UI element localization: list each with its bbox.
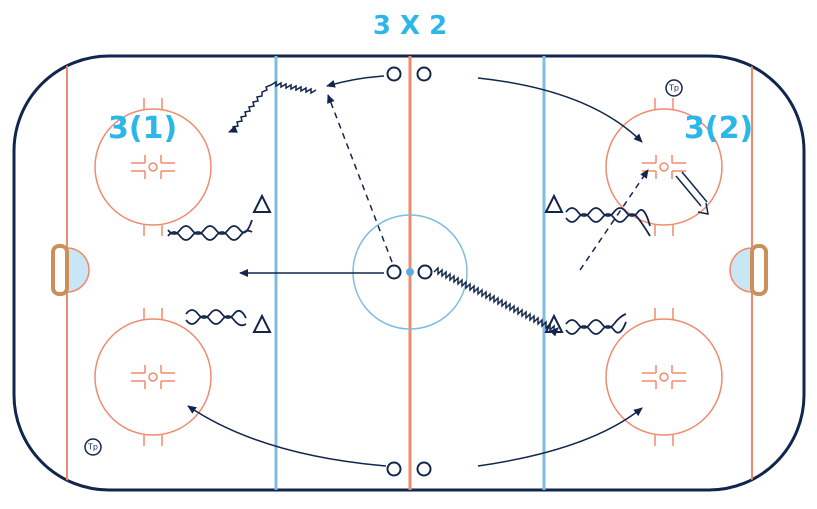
shot-lines <box>675 171 708 207</box>
arrow-top-to-left <box>326 75 385 88</box>
defender-left-top <box>252 193 272 213</box>
zone-label-right: 3(2) <box>684 111 753 146</box>
svg-text:Tp: Tp <box>668 84 679 93</box>
goal-net-right <box>750 244 768 296</box>
skate-right-bottom <box>565 313 627 335</box>
faceoff-circle-bottom-right <box>605 308 723 446</box>
player-bottom-2 <box>416 461 432 477</box>
skate-left-top <box>167 219 253 241</box>
center-circle <box>352 214 468 330</box>
arrow-bottom-to-left <box>187 405 387 467</box>
shot-arrowhead <box>697 202 709 215</box>
players <box>386 66 433 477</box>
svg-text:Tp: Tp <box>87 443 98 452</box>
skate-left-bottom <box>185 309 247 327</box>
backward-skate-paths <box>167 207 651 335</box>
arrow-pass-center-up <box>327 94 393 263</box>
arrow-puck-carry-right <box>433 266 559 337</box>
player-top-2 <box>416 66 432 82</box>
center-dot <box>406 268 414 276</box>
arrow-top-to-right <box>477 77 643 143</box>
arrow-bottom-to-right <box>477 407 643 467</box>
player-top-1 <box>386 66 402 82</box>
skate-right-top <box>565 207 651 237</box>
diagram-title: 3 X 2 <box>373 11 447 41</box>
player-center-1 <box>386 264 402 280</box>
goal-crease-left <box>66 247 90 293</box>
faceoff-circle-top-left <box>94 98 212 236</box>
faceoff-circle-top-right <box>605 98 723 236</box>
coach-marker-bottom-left: Tp <box>84 438 102 456</box>
defender-left-bottom <box>252 313 272 333</box>
defender-right-top <box>544 193 564 213</box>
arrow-puck-carry-left <box>228 80 317 133</box>
faceoff-circle-bottom-left <box>94 308 212 446</box>
goal-crease-right <box>729 247 753 293</box>
arrow-pass-right-up <box>579 169 649 271</box>
movement-arrows <box>187 75 709 467</box>
player-bottom-1 <box>386 461 402 477</box>
coach-marker-top-right: Tp <box>665 79 683 97</box>
goal-net-left <box>51 244 69 296</box>
zone-label-left: 3(1) <box>108 111 177 146</box>
player-center-2 <box>417 264 433 280</box>
